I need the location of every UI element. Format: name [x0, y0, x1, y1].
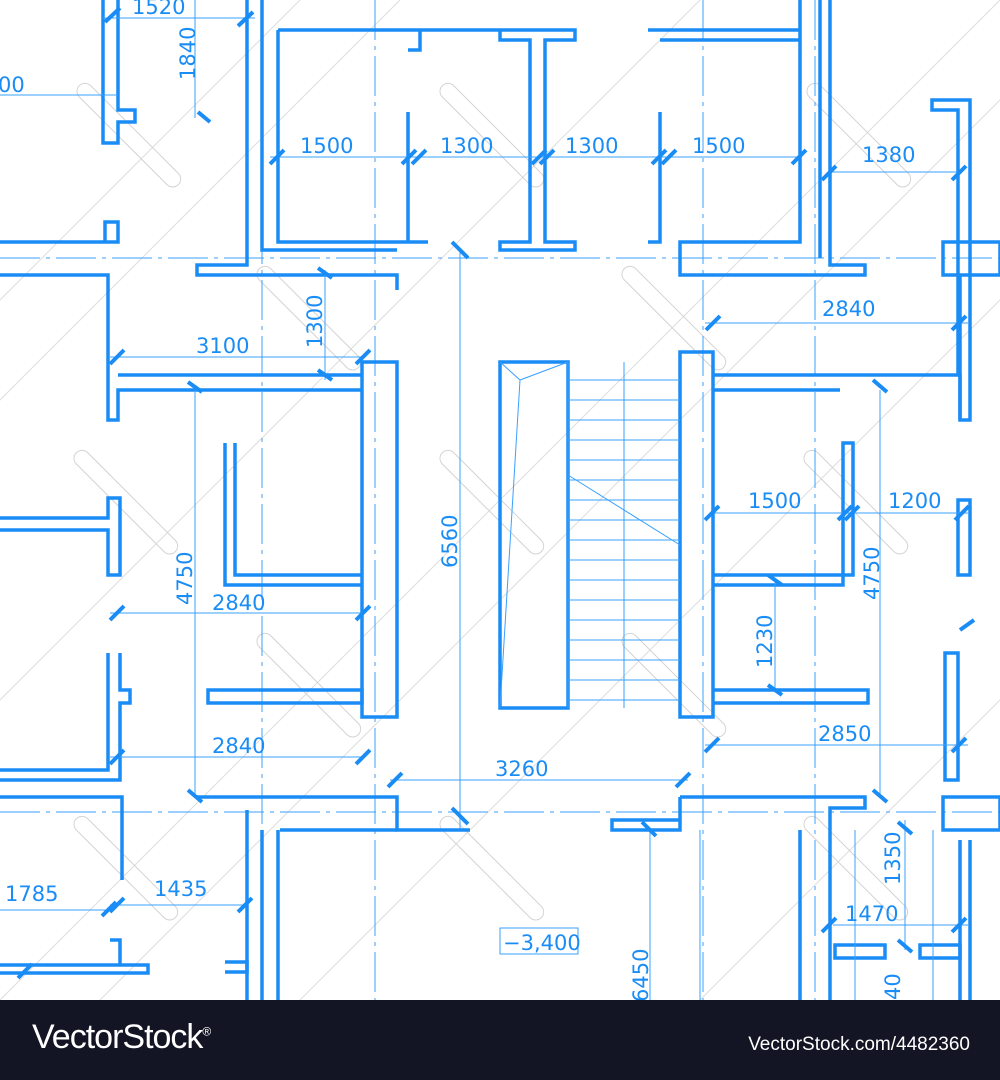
dim-1300-vertical: 1300 [303, 295, 327, 348]
vectorstock-logo: VectorStock® [32, 1018, 211, 1056]
dim-1300: 1300 [440, 134, 493, 158]
dim-3260: 3260 [495, 757, 548, 781]
dim-6560: 6560 [438, 515, 462, 568]
level-mark-box [499, 927, 579, 955]
dim-4750: 4750 [860, 547, 884, 600]
dim-2840: 2840 [212, 734, 265, 758]
dim-40: 40 [881, 973, 905, 1000]
dim-1500: 1500 [748, 489, 801, 513]
dimension-ticks [16, 6, 976, 980]
dim-2840: 2840 [212, 591, 265, 615]
dim-1380: 1380 [862, 143, 915, 167]
floor-plan: 1520 1840 00 1500 1300 1300 1500 1380 28… [0, 0, 1000, 1000]
dim-1470: 1470 [845, 902, 898, 926]
dimension-labels: 1520 1840 00 1500 1300 1300 1500 1380 28… [0, 0, 941, 1000]
dim-1840: 1840 [176, 27, 200, 80]
dim-4750: 4750 [173, 552, 197, 605]
stair [499, 361, 681, 709]
dim-2850: 2850 [818, 722, 871, 746]
dim-1500: 1500 [300, 134, 353, 158]
dimension-lines [0, 0, 968, 1000]
image-url: VectorStock.com/4482360 [748, 1034, 970, 1055]
dim-1230: 1230 [753, 615, 777, 668]
dim-1500: 1500 [692, 134, 745, 158]
dim-1435: 1435 [154, 877, 207, 901]
dim-2840: 2840 [822, 297, 875, 321]
dim-1350: 1350 [881, 832, 905, 885]
dim-1520: 1520 [132, 0, 185, 19]
dim-3100: 3100 [196, 334, 249, 358]
dim-1200: 1200 [888, 489, 941, 513]
dim-1785: 1785 [5, 882, 58, 906]
dim-6450: 6450 [629, 949, 653, 1000]
dim-00: 00 [0, 73, 25, 97]
footer-bar: VectorStock® VectorStock.com/4482360 [0, 1000, 1000, 1080]
level-mark: −3,400 [503, 931, 581, 955]
dim-1300: 1300 [565, 134, 618, 158]
